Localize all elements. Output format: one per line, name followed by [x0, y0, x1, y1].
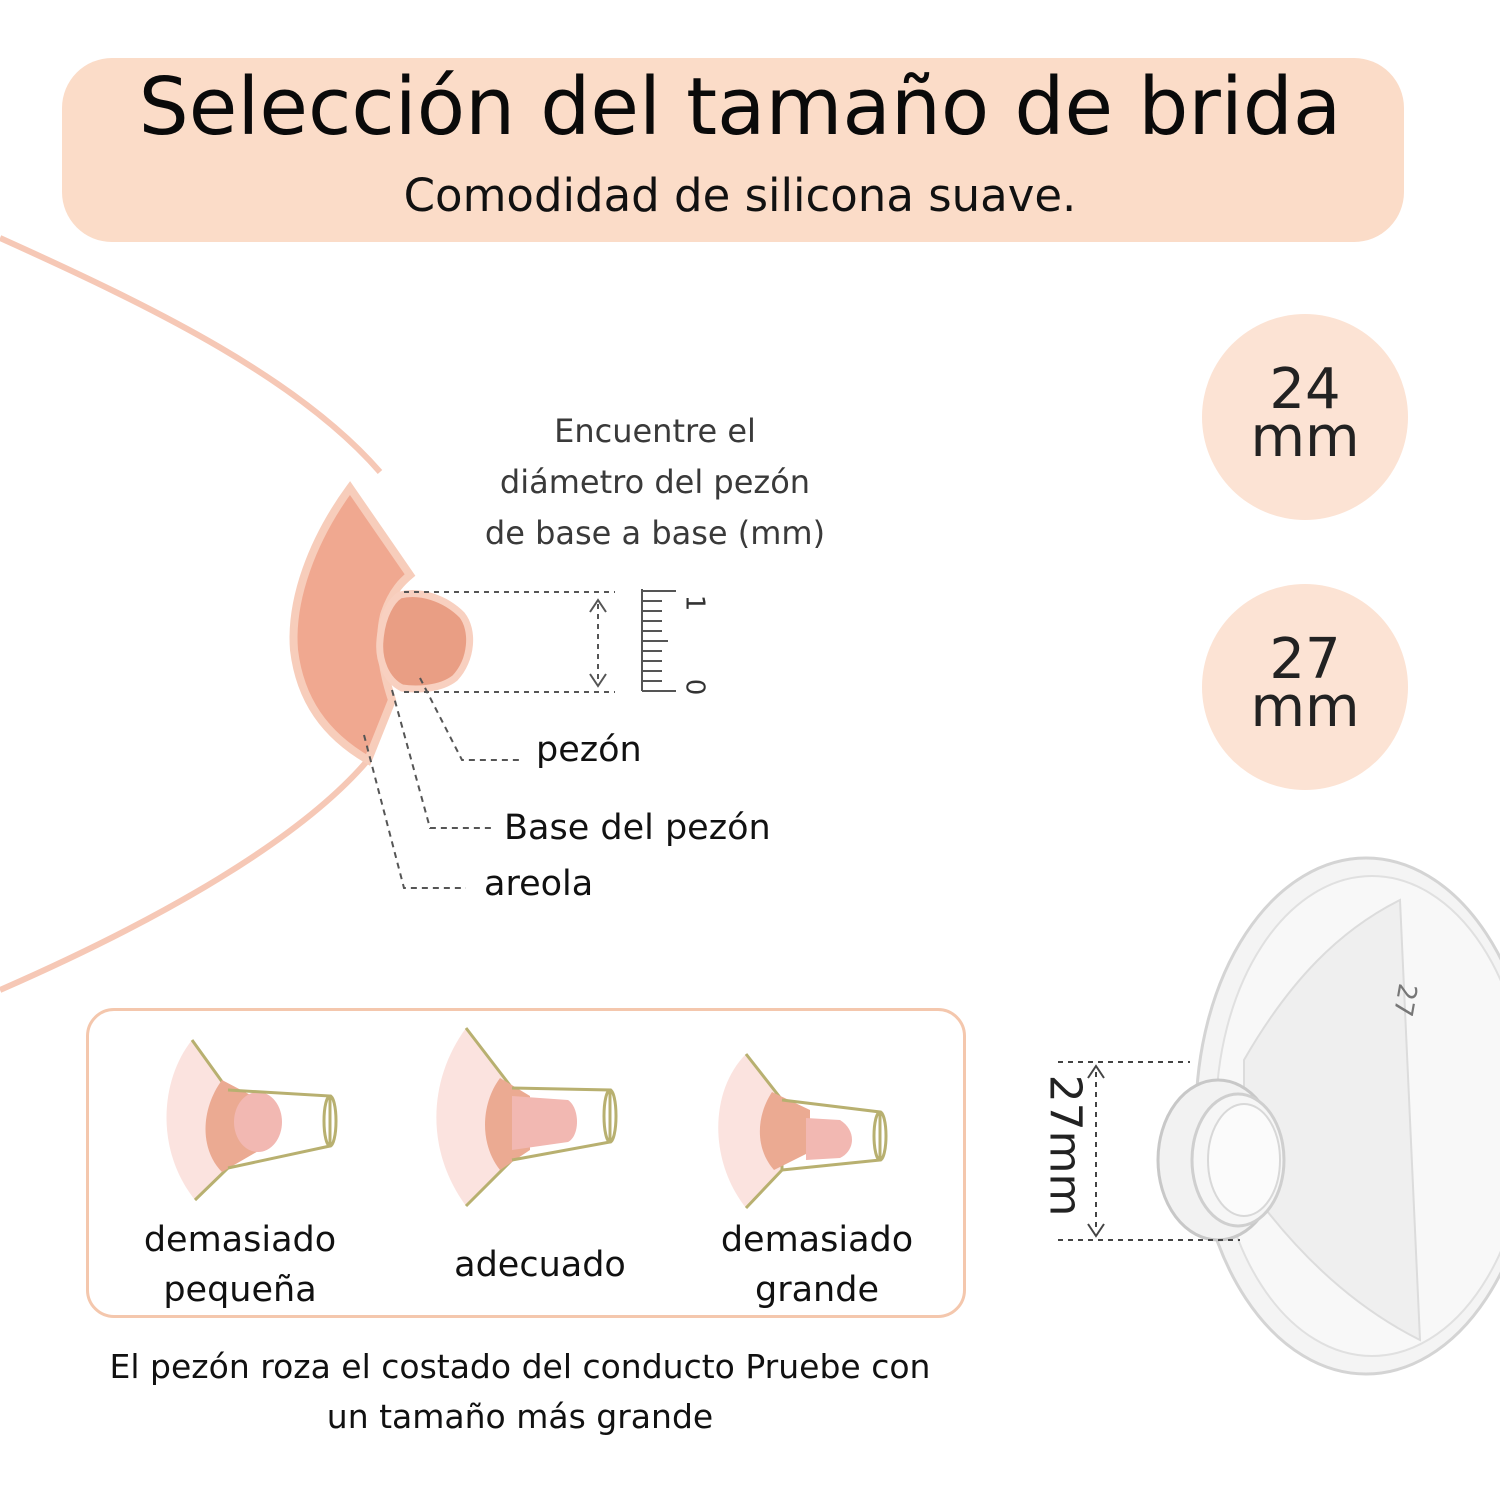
callout-nipple-base: Base del pezón	[504, 808, 771, 848]
header-banner	[62, 58, 1404, 242]
fit-label-right: adecuado	[420, 1240, 660, 1290]
size-badge-24: 24 mm	[1202, 314, 1408, 520]
callout-nipple: pezón	[536, 730, 642, 770]
instruction-line-3: de base a base (mm)	[484, 514, 826, 552]
size-value: 24	[1269, 357, 1341, 422]
fit-too-small-illustration	[166, 1039, 338, 1202]
fit-too-big-illustration	[718, 1053, 888, 1210]
size-unit: mm	[1250, 405, 1360, 470]
fit-label-line: demasiado	[720, 1220, 914, 1260]
ruler	[641, 589, 676, 692]
fit-right-illustration	[436, 1027, 618, 1208]
fit-label-too-small: demasiado pequeña	[120, 1215, 360, 1315]
flange-dimension-label: 27mm	[1039, 1074, 1091, 1217]
instruction-line-1: Encuentre el	[554, 412, 756, 450]
page-subtitle: Comodidad de silicona suave.	[403, 169, 1077, 222]
fit-examples-box	[86, 1008, 966, 1318]
fit-label-line: demasiado	[143, 1220, 337, 1260]
breast-outline-lower	[0, 758, 371, 993]
fit-label-line: pequeña	[163, 1270, 317, 1310]
instruction-line-2: diámetro del pezón	[499, 463, 811, 501]
note-line-1: El pezón roza el costado del conducto Pr…	[109, 1347, 931, 1386]
fit-label-line: adecuado	[454, 1245, 626, 1285]
nipple-shape	[376, 590, 474, 693]
size-value: 27	[1269, 627, 1341, 692]
flange-rim-text: 27	[1386, 981, 1423, 1019]
fit-label-too-big: demasiado grande	[692, 1215, 942, 1315]
breast-outline	[0, 235, 383, 474]
size-badge-27: 27 mm	[1202, 584, 1408, 790]
fit-label-line: grande	[755, 1270, 879, 1310]
callout-areola: areola	[484, 864, 594, 904]
page-title: Selección del tamaño de brida	[138, 61, 1342, 153]
note-line-2: un tamaño más grande	[326, 1397, 714, 1436]
size-unit: mm	[1250, 675, 1360, 740]
fit-note: El pezón roza el costado del conducto Pr…	[70, 1342, 970, 1442]
measure-instruction: Encuentre el diámetro del pezón de base …	[440, 406, 870, 559]
